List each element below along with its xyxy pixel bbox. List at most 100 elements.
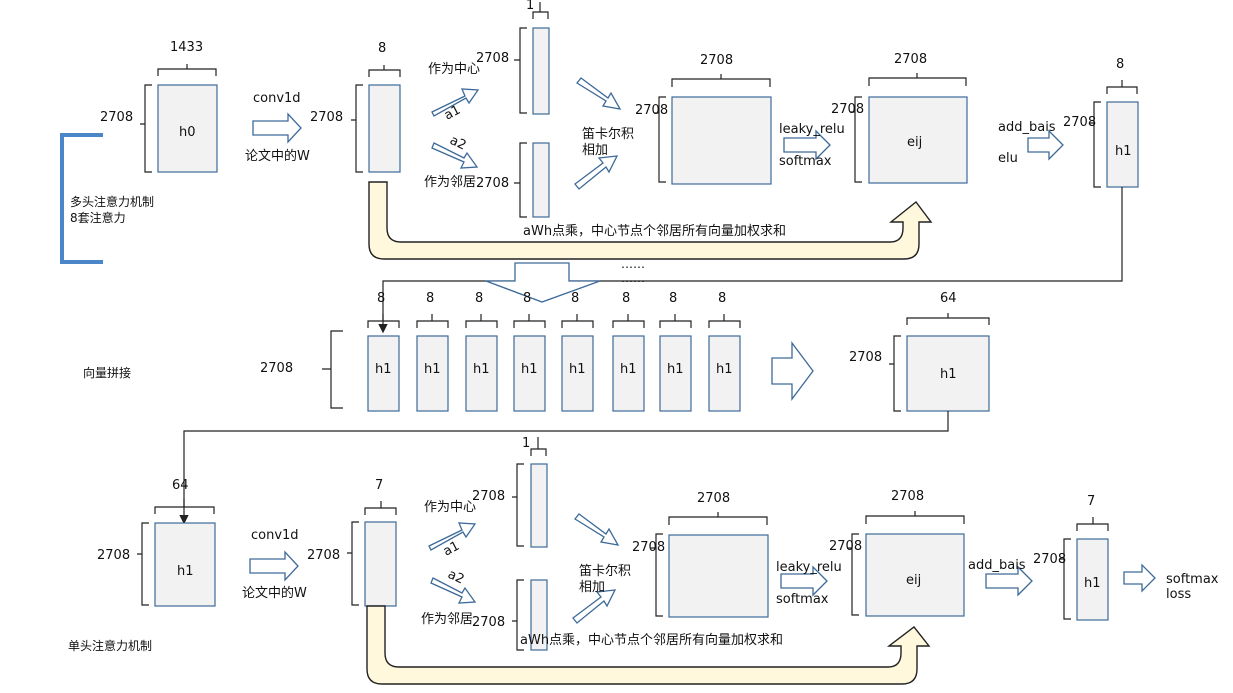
concat-head-text: h1: [620, 362, 637, 377]
concat-head-cols-label: 8: [426, 291, 434, 306]
as-center-label: 作为中心: [428, 62, 480, 77]
paper-w-label-2: 论文中的W: [242, 585, 307, 601]
leaky-relu-label: leaky_relu: [779, 122, 845, 137]
h1-final-output: 7 2708 h1: [1033, 494, 1109, 621]
concat-arrow-icon: [771, 341, 814, 401]
eij-text: eij: [907, 135, 922, 150]
concat-head-7: 8h1: [659, 291, 692, 412]
concat-head-cols-label: 8: [669, 291, 677, 306]
att-rows-label: 2708: [635, 103, 668, 118]
conv1d-arrow-2-icon: [249, 550, 299, 582]
ellipsis-1: ……: [621, 257, 645, 271]
h1-64-cols-label: 64: [940, 291, 957, 306]
h1-head-output: 8 2708 h1: [1063, 57, 1139, 188]
concat-head-text: h1: [375, 362, 392, 377]
conv1d-label-2: conv1d: [251, 528, 299, 543]
h0-matrix: 1433 2708 h0: [100, 40, 218, 173]
a1-arrow-2-icon: [428, 522, 477, 551]
single-head-label: 单头注意力机制: [68, 638, 152, 653]
output-softmax-label: softmax: [1166, 572, 1219, 587]
concat-head-4: 8h1: [513, 291, 546, 412]
eij-matrix-2: 2708 2708 eij: [829, 489, 965, 617]
center-vector-2: 1 2708: [472, 436, 548, 548]
neighbor-vector-2: 2708: [472, 579, 548, 651]
h1-cols-label: 8: [1116, 57, 1124, 72]
center-cols-label: 1: [526, 0, 534, 13]
h1-rows-label: 2708: [1063, 115, 1096, 130]
leaky-relu-arrow-2-icon: [780, 565, 828, 597]
hf-cols-label: 7: [1087, 494, 1095, 509]
conv1d-arrow-icon: [252, 112, 302, 144]
concat-head-cols-label: 8: [571, 291, 579, 306]
h1-64-text: h1: [940, 367, 957, 382]
add-bais-label: add_bais: [998, 120, 1056, 135]
elu-label: elu: [998, 151, 1018, 166]
neighbor2-rows-label: 2708: [472, 615, 505, 630]
eij2-rows-label: 2708: [829, 539, 862, 554]
wh-rows-label: 2708: [310, 110, 343, 125]
softmax-label: softmax: [779, 154, 832, 169]
att2-cols-label: 2708: [697, 491, 730, 506]
paper-w-label: 论文中的W: [245, 148, 310, 164]
as-center-label-2: 作为中心: [424, 500, 476, 515]
wh2-cols-label: 7: [375, 478, 383, 493]
wh-matrix: 8 2708: [310, 41, 401, 173]
concat-head-3: 8h1: [465, 291, 498, 412]
a2-label-2: a2: [445, 567, 466, 587]
concat-head-cols-label: 8: [475, 291, 483, 306]
hf-text: h1: [1084, 576, 1101, 591]
center-vector: 1 2708: [476, 0, 550, 115]
leaky-relu-arrow-icon: [783, 129, 831, 161]
add-bais-arrow-2-icon: [985, 565, 1033, 597]
cartesian-arrow-top-icon: [576, 77, 622, 110]
attention-matrix: 2708 2708: [635, 53, 772, 185]
output-arrow-icon: [1123, 563, 1156, 593]
a1-arrow-icon: [431, 88, 480, 117]
wh2-rows-label: 2708: [307, 548, 340, 563]
concat-head-cols-label: 8: [377, 291, 385, 306]
concat-head-8: 8h1: [708, 291, 741, 412]
add-bais-label-2: add_bais: [968, 558, 1026, 573]
hf-rows-label: 2708: [1033, 552, 1066, 567]
multi-head-label: 多头注意力机制: [70, 194, 154, 209]
a1-label: a1: [442, 103, 463, 124]
add-label: 相加: [582, 143, 608, 158]
eij2-text: eij: [906, 573, 921, 588]
awh-flow-arrow: [368, 181, 933, 260]
cartesian-arrow-bottom-2-icon: [572, 589, 617, 624]
awh-label-2: aWh点乘，中心节点个邻居所有向量加权求和: [520, 632, 783, 648]
a1-label-2: a1: [441, 539, 462, 560]
h1-concat-output: 64 2708 h1: [849, 291, 990, 412]
cartesian-label-2: 笛卡尔积: [579, 563, 631, 579]
cartesian-arrow-bottom-icon: [574, 155, 619, 190]
attention-matrix-2: 2708 2708: [632, 491, 769, 618]
output-loss-label: loss: [1166, 587, 1191, 602]
center2-cols-label: 1: [522, 436, 530, 451]
add-bais-arrow-icon: [1027, 129, 1064, 161]
multi-head-bracket: [60, 133, 103, 264]
concat-label: 向量拼接: [83, 365, 131, 380]
awh-flow-arrow-2: [366, 605, 931, 685]
cartesian-arrow-top-2-icon: [574, 513, 620, 546]
h0-cols-label: 1433: [170, 40, 203, 55]
center2-rows-label: 2708: [472, 489, 505, 504]
h0-rows-label: 2708: [100, 110, 133, 125]
att2-rows-label: 2708: [632, 540, 665, 555]
cartesian-label: 笛卡尔积: [582, 126, 634, 142]
neighbor-rows-label: 2708: [476, 176, 509, 191]
h1-in-rows-label: 2708: [97, 548, 130, 563]
awh-label: aWh点乘，中心节点个邻居所有向量加权求和: [523, 223, 786, 239]
softmax-label-2: softmax: [776, 592, 829, 607]
concat-head-text: h1: [716, 362, 733, 377]
h1-64-rows-label: 2708: [849, 350, 882, 365]
concat-head-2: 8h1: [416, 291, 449, 412]
concat-head-text: h1: [521, 362, 538, 377]
eij-rows-label: 2708: [831, 102, 864, 117]
add-label-2: 相加: [579, 580, 605, 595]
as-neighbor-label-2: 作为邻居: [421, 612, 473, 627]
concat-head-6: 8h1: [612, 291, 645, 412]
h1-input-matrix: 64 2708 h1: [97, 478, 216, 607]
h1-in-cols-label: 64: [172, 478, 189, 493]
